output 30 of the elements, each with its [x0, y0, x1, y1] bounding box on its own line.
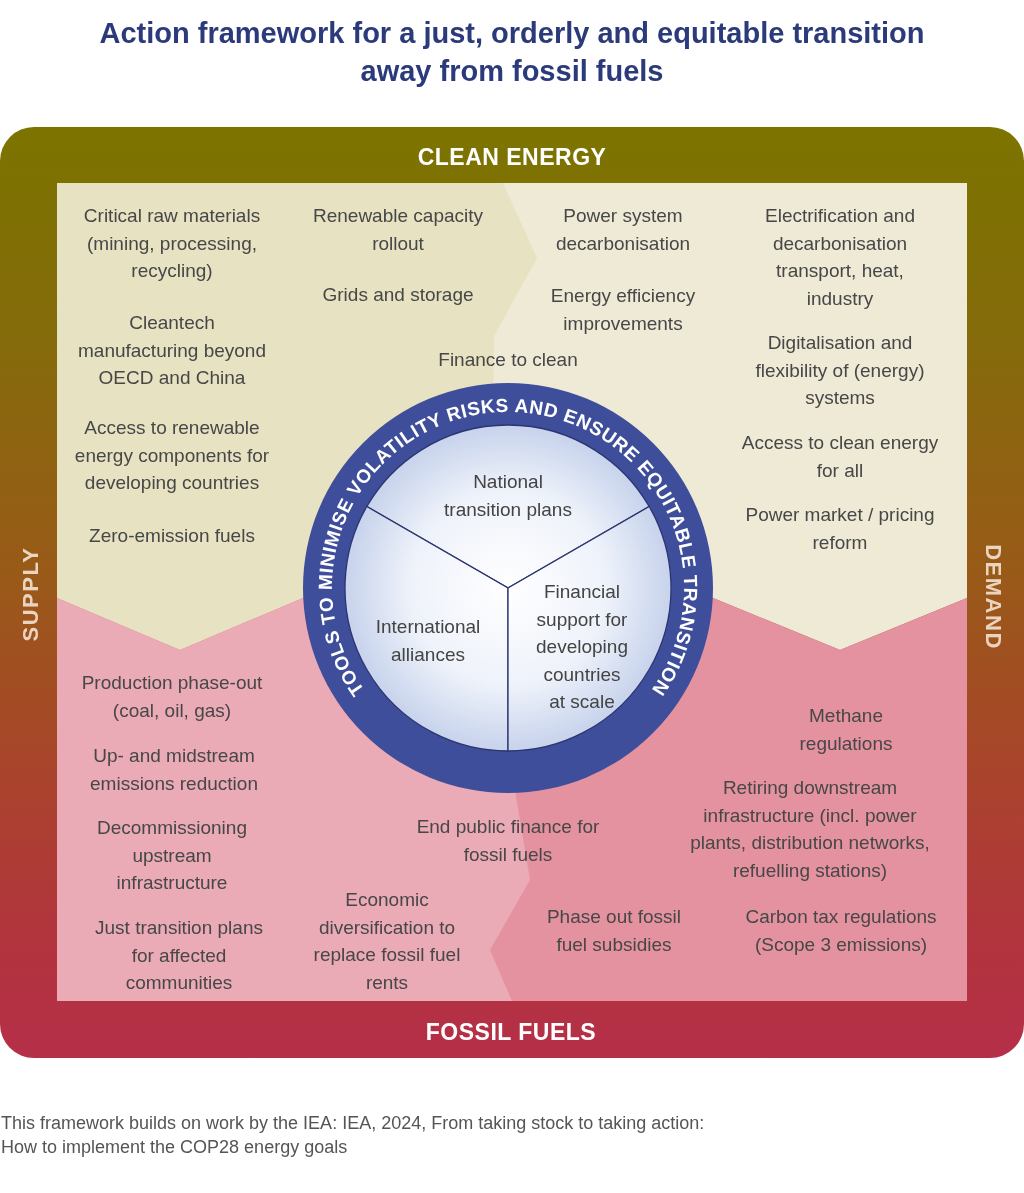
- action-item: Power market / pricing reform: [744, 503, 936, 555]
- action-item: Phase out fossil fuel subsidies: [545, 905, 683, 957]
- action-item: End public finance for fossil fuels: [415, 815, 601, 867]
- action-item: Renewable capacity rollout: [311, 204, 484, 256]
- action-item: Methane regulations: [798, 704, 894, 756]
- framework-frame: [0, 127, 1024, 1058]
- source-caption: This framework builds on work by the IEA: IEA, 2024, From taking stock to taking action: How to implement the COP28 energy goals: [1, 1112, 706, 1159]
- diagram-title: Action framework for a just, orderly and equitable transition away from fossil fuels: [98, 16, 926, 89]
- action-item: Grids and storage: [321, 283, 475, 307]
- side-label: DEMAND: [980, 544, 1006, 650]
- action-item: Electrification and decarbonisation transport, heat, industry: [764, 204, 916, 311]
- band-heading: FOSSIL FUELS: [425, 1018, 597, 1046]
- band-heading: CLEAN ENERGY: [417, 143, 607, 171]
- action-item: Finance to clean: [437, 348, 579, 372]
- action-item: Economic diversification to replace fossil fuel rents: [312, 888, 462, 995]
- action-item: Access to clean energy for all: [740, 431, 940, 483]
- action-item: Access to renewable energy components for developing countries: [73, 416, 271, 495]
- action-item: Carbon tax regulations (Scope 3 emissions): [744, 905, 938, 957]
- action-item: Production phase-out (coal, oil, gas): [80, 671, 264, 723]
- action-item: Up- and midstream emissions reduction: [89, 744, 259, 796]
- action-item: Decommissioning upstream infrastructure: [96, 816, 248, 895]
- action-item: Zero-emission fuels: [88, 524, 256, 548]
- action-item: Just transition plans for affected communities: [94, 916, 264, 995]
- action-item: Retiring downstream infrastructure (incl. power plants, distribution networks, refuelling stations): [689, 776, 931, 883]
- side-label: SUPPLY: [18, 546, 44, 642]
- action-item: Power system decarbonisation: [554, 204, 692, 256]
- action-item: Critical raw materials (mining, processing, recycling): [82, 204, 262, 283]
- action-item: Digitalisation and flexibility of (energy) systems: [754, 331, 926, 410]
- action-item: Cleantech manufacturing beyond OECD and China: [77, 311, 267, 390]
- action-item: Energy efficiency improvements: [549, 284, 697, 336]
